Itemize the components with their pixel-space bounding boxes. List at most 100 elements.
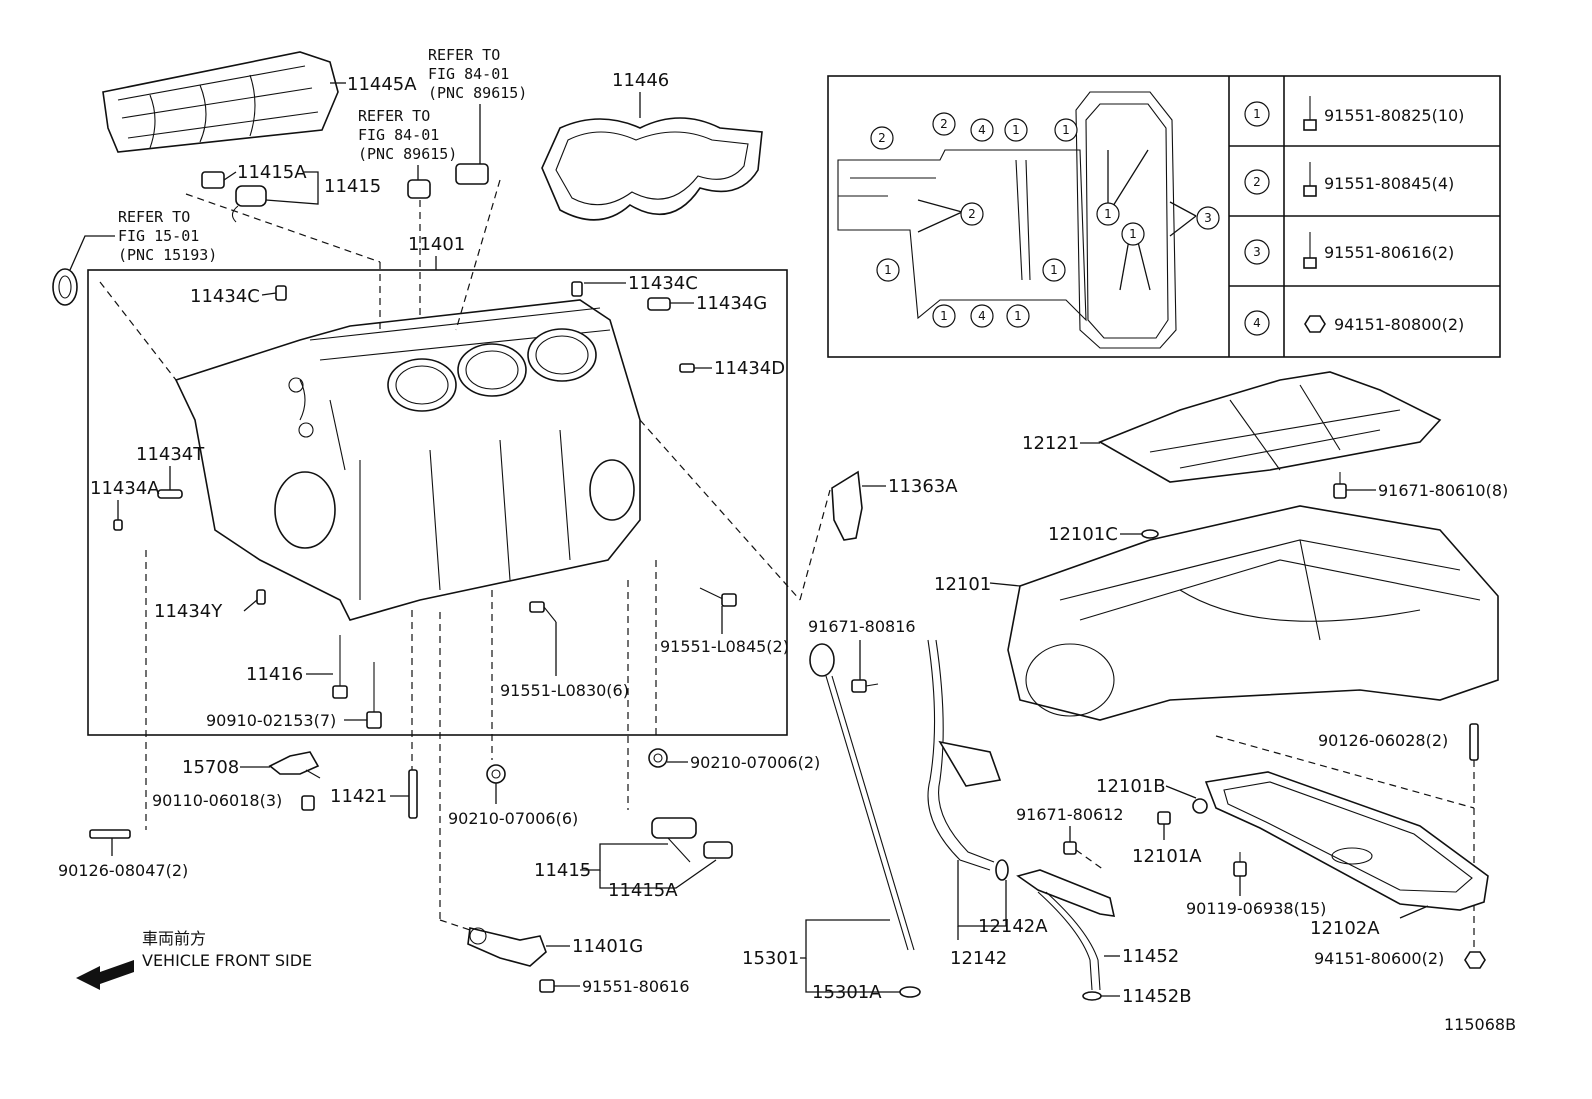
plug-90210-right[interactable] [648,748,668,768]
dipstick-15301[interactable] [809,643,915,951]
bolt-11416[interactable] [332,635,348,699]
gasket-12101B[interactable] [1192,798,1208,814]
sensor-89615-a[interactable] [407,179,431,199]
dowel-11434C-left[interactable] [275,285,287,301]
refer2-line1: REFER TO [358,107,430,125]
callout-1-e: 1 [932,304,956,328]
callout-2-a: 2 [870,126,894,150]
label-12102A: 12102A [1310,918,1380,939]
bracket-15708[interactable] [268,751,321,779]
label-12101B: 12101B [1096,776,1166,797]
label-11416: 11416 [246,664,303,685]
oil-pan-bolt-pattern-detail [837,91,1177,349]
refer1-line2: FIG 84-01 [428,65,509,83]
label-11434C-right: 11434C [628,273,698,294]
callout-1-g: 1 [1096,202,1120,226]
legend-row-1: 1 91551-80825(10) [1244,96,1464,131]
bracket-11363A[interactable] [831,470,863,541]
label-90126-06028: 90126-06028(2) [1318,731,1448,750]
bolt-91671-80610[interactable] [1333,472,1347,499]
label-11434T: 11434T [136,444,205,465]
o-ring-12101C[interactable] [1141,529,1159,539]
stud-90126-06028[interactable] [1469,723,1479,761]
label-11434Y: 11434Y [154,601,223,622]
label-12101C: 12101C [1048,524,1118,545]
label-90126-08047: 90126-08047(2) [58,861,188,880]
dowel-11434C-right[interactable] [571,281,583,297]
svg-text:3: 3 [1204,211,1212,225]
bolt-icon [1303,96,1317,131]
dowel-11434Y[interactable] [256,589,266,605]
stud-11421[interactable] [408,769,418,819]
svg-text:2: 2 [878,131,886,145]
svg-text:1: 1 [1104,207,1112,221]
dowel-11434T[interactable] [157,489,183,499]
label-11452B: 11452B [1122,986,1192,1007]
svg-text:4: 4 [1253,316,1261,330]
label-91671-80612: 91671-80612 [1016,805,1124,824]
oil-seal-15193[interactable] [52,268,78,306]
dowel-11434G[interactable] [647,297,671,311]
oil-pan-upper-12101[interactable] [1007,505,1499,721]
bolt-90110-06018[interactable] [301,795,315,811]
bolt-91671-80612[interactable] [1063,841,1077,855]
label-91551-80616-bottom: 91551-80616 [582,977,690,996]
dowel-11434D[interactable] [679,363,695,373]
gasket-11446[interactable] [541,117,763,221]
refer1-line3: (PNC 89615) [428,84,527,102]
label-12142A: 12142A [978,916,1048,937]
label-90210-mid: 90210-07006(6) [448,809,578,828]
figure-code: 115068B [1444,1015,1516,1034]
baffle-plate-12121[interactable] [1098,371,1442,483]
bolt-90910-02153[interactable] [366,662,382,729]
cylinder-block-frame [87,269,788,736]
oil-pan-lower-12102A[interactable] [1204,771,1489,911]
o-ring-12142A[interactable] [995,859,1009,881]
label-11434C-left: 11434C [190,286,260,307]
bolt-90119-06938[interactable] [1233,852,1247,877]
nut-94151-80600[interactable] [1464,951,1486,969]
callout-2-b: 2 [932,112,956,136]
vehicle-front-jp: 車両前方 [142,929,206,948]
callout-1-a: 1 [1004,118,1028,142]
label-15301A: 15301A [812,982,882,1003]
bolt-91551-80616-bottom[interactable] [539,979,555,993]
stud-11401G[interactable] [467,927,547,967]
label-91551-L0830: 91551-L0830(6) [500,681,629,700]
bolt-icon [1303,232,1317,269]
label-90210-right: 90210-07006(2) [690,753,820,772]
callout-1-f: 1 [1006,304,1030,328]
stud-90126-08047[interactable] [89,829,131,839]
plug-90210-mid[interactable] [486,764,506,784]
label-11452: 11452 [1122,946,1179,967]
callout-4-a: 4 [970,118,994,142]
engine-cover-11445A[interactable] [102,51,339,153]
guide-tube-12142[interactable] [927,639,1002,871]
knock-sensor-bottom[interactable] [651,817,733,863]
label-11446: 11446 [612,70,669,91]
label-94151-80600: 94151-80600(2) [1314,949,1444,968]
legend-part-1: 91551-80825(10) [1324,106,1464,125]
label-90110-06018: 90110-06018(3) [152,791,282,810]
vehicle-front-en: VEHICLE FRONT SIDE [142,951,312,970]
label-12142: 12142 [950,948,1007,969]
refer3-line1: REFER TO [118,208,190,226]
bolt-91671-80816[interactable] [851,679,879,693]
bolt-91551-L0845[interactable] [699,587,737,607]
dowel-11434A[interactable] [113,519,123,531]
oil-pipe-11452[interactable] [1016,869,1116,991]
callout-1-b: 1 [1054,118,1078,142]
label-15301: 15301 [742,948,799,969]
cylinder-block-11401[interactable] [174,299,641,621]
label-11401G: 11401G [572,936,643,957]
sensor-89615-b[interactable] [455,163,489,185]
refer3-line3: (PNC 15193) [118,246,217,264]
bolt-91551-L0830[interactable] [529,601,557,623]
callout-4-b: 4 [970,304,994,328]
o-ring-11452B[interactable] [1082,991,1102,1001]
svg-text:2: 2 [940,117,948,131]
o-ring-15301A[interactable] [899,986,921,998]
plug-12101A[interactable] [1157,811,1171,825]
refer3-line2: FIG 15-01 [118,227,199,245]
knock-sensor-top[interactable] [201,171,267,223]
